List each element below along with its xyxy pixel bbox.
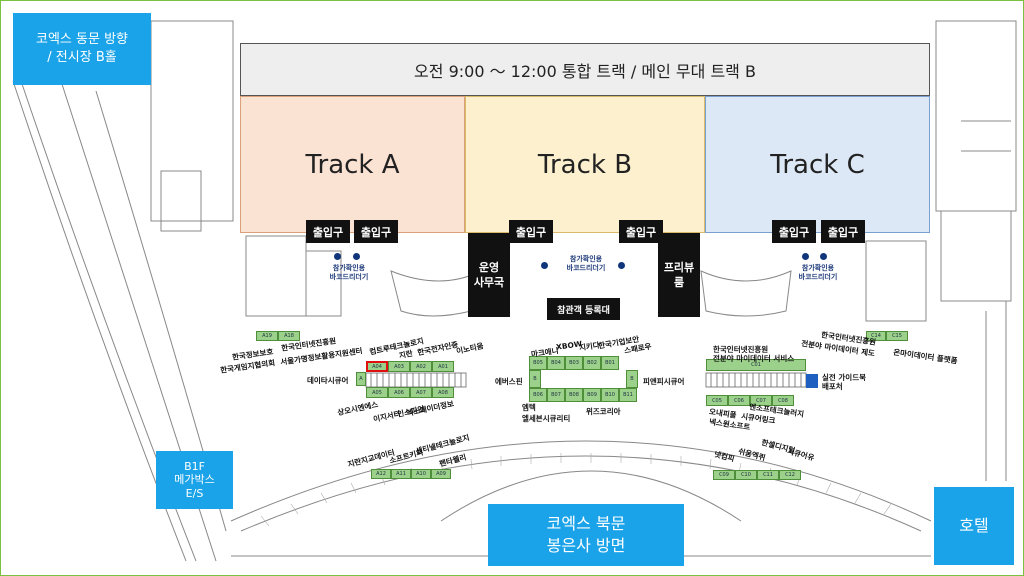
- guidebook-stand-icon: [806, 374, 818, 388]
- booth[interactable]: A12: [371, 469, 391, 479]
- exhibitor-label: 위즈코리아: [586, 407, 621, 416]
- entrance-a1[interactable]: 출입구: [306, 220, 350, 243]
- exhibition-hall-label: / 전시장 B홀: [47, 50, 117, 65]
- booth[interactable]: B07: [547, 388, 565, 402]
- preview-room: 프리뷰 룸: [658, 233, 700, 317]
- entrance-a2[interactable]: 출입구: [354, 220, 398, 243]
- b1f-megabox-box: B1F 메가박스 E/S: [156, 451, 233, 509]
- booth[interactable]: B: [626, 370, 638, 388]
- booth[interactable]: C09: [713, 470, 735, 480]
- booth[interactable]: B03: [565, 356, 583, 370]
- entrance-c2[interactable]: 출입구: [821, 220, 865, 243]
- barcode-reader-dot: [353, 253, 360, 260]
- hotel-box: 호텔: [934, 487, 1014, 565]
- booth[interactable]: A08: [432, 387, 454, 398]
- exhibitor-label: 전분야 마이데이터 서비스: [713, 354, 795, 363]
- booth[interactable]: B08: [565, 388, 583, 402]
- exhibitor-label: 한국인터넷진흥원: [713, 345, 769, 354]
- booth[interactable]: A05: [366, 387, 388, 398]
- booth-highlighted[interactable]: A04: [366, 361, 388, 372]
- track-c-area[interactable]: Track C: [705, 96, 930, 233]
- booth[interactable]: A06: [388, 387, 410, 398]
- booth[interactable]: B10: [601, 388, 619, 402]
- booth[interactable]: C10: [735, 470, 757, 480]
- booth[interactable]: A09: [431, 469, 451, 479]
- booth[interactable]: B01: [601, 356, 619, 370]
- booth[interactable]: B02: [583, 356, 601, 370]
- north-gate-box: 코엑스 북문 봉은사 방면: [488, 504, 684, 566]
- b1f-label: B1F: [184, 460, 205, 474]
- booth[interactable]: A02: [410, 361, 432, 372]
- booth[interactable]: A07: [410, 387, 432, 398]
- operations-office: 운영 사무국: [468, 233, 510, 317]
- bongeunsa-label: 봉은사 방면: [546, 536, 626, 555]
- booth[interactable]: A: [356, 372, 366, 386]
- track-b-area[interactable]: Track B: [465, 96, 705, 233]
- barcode-reader-dot: [618, 262, 625, 269]
- barcode-reader-dot: [541, 262, 548, 269]
- booth[interactable]: C15: [886, 331, 908, 341]
- exhibitor-label: 에버스핀: [495, 377, 523, 386]
- barcode-reader-dot: [334, 253, 341, 260]
- exhibitor-label: 엘세븐시큐리티: [522, 414, 571, 423]
- barcode-reader-dot: [820, 253, 827, 260]
- east-gate-label: 코엑스 동문 방향: [36, 32, 128, 48]
- booth[interactable]: A19: [256, 331, 278, 341]
- entrance-b1[interactable]: 출입구: [509, 220, 553, 243]
- track-a-area[interactable]: Track A: [240, 96, 465, 233]
- booth[interactable]: C11: [757, 470, 779, 480]
- booth[interactable]: C07: [750, 395, 772, 406]
- booth[interactable]: B09: [583, 388, 601, 402]
- session-title: 오전 9:00 ～ 12:00 통합 트랙 / 메인 무대 트랙 B: [414, 61, 756, 81]
- booth[interactable]: C08: [772, 395, 794, 406]
- booth[interactable]: A11: [391, 469, 411, 479]
- track-b-label: Track B: [537, 149, 633, 180]
- booth[interactable]: A03: [388, 361, 410, 372]
- entrance-b2[interactable]: 출입구: [619, 220, 663, 243]
- east-gate-box: 코엑스 동문 방향 / 전시장 B홀: [13, 13, 151, 85]
- exhibitor-label: 엠텍: [522, 403, 536, 412]
- booth[interactable]: C01: [706, 359, 806, 371]
- exhibitor-label: 데이타시큐어: [307, 376, 349, 385]
- hotel-label: 호텔: [959, 516, 989, 536]
- booth[interactable]: B04: [547, 356, 565, 370]
- booth[interactable]: C06: [728, 395, 750, 406]
- booth[interactable]: B: [529, 370, 541, 388]
- session-header: 오전 9:00 ～ 12:00 통합 트랙 / 메인 무대 트랙 B: [240, 43, 930, 96]
- booth[interactable]: B06: [529, 388, 547, 402]
- booth[interactable]: B11: [619, 388, 637, 402]
- es-label: E/S: [185, 486, 204, 500]
- barcode-reader-dot: [802, 253, 809, 260]
- track-a-label: Track A: [305, 149, 400, 180]
- booth[interactable]: C14: [866, 331, 886, 341]
- booth[interactable]: C12: [779, 470, 801, 480]
- booth[interactable]: B05: [529, 356, 547, 370]
- entrance-c1[interactable]: 출입구: [772, 220, 816, 243]
- booth[interactable]: A10: [411, 469, 431, 479]
- booth[interactable]: A01: [432, 361, 454, 372]
- exhibitor-label: 피앤피시큐어: [643, 377, 685, 386]
- north-gate-label: 코엑스 북문: [546, 514, 626, 534]
- booth[interactable]: C05: [706, 395, 728, 406]
- megabox-label: 메가박스: [174, 473, 215, 487]
- track-c-label: Track C: [770, 149, 865, 180]
- registration-desk: 참관객 등록대: [547, 298, 620, 320]
- booth[interactable]: A18: [278, 331, 300, 341]
